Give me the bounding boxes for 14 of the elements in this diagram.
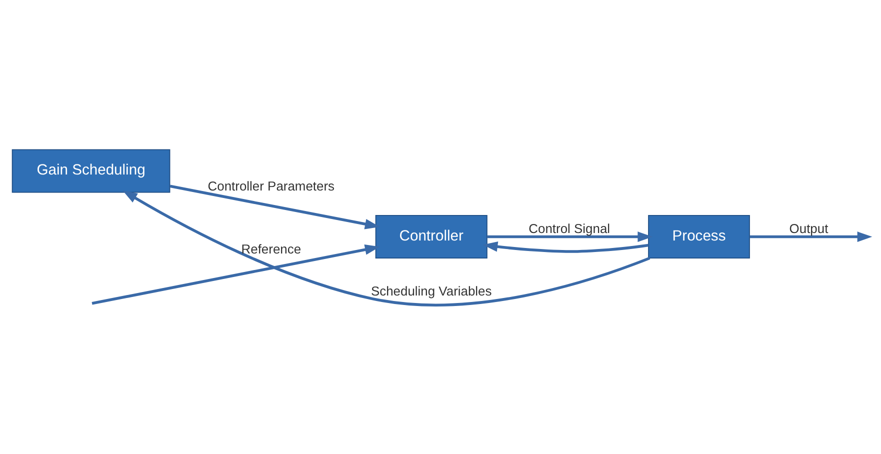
- node-box: Controller: [375, 214, 488, 258]
- arrow: [487, 231, 653, 242]
- edge-label: Controller Parameters: [208, 178, 335, 194]
- arrow: [170, 184, 380, 229]
- arrow: [482, 240, 649, 252]
- edge-label: Reference: [241, 241, 302, 256]
- edge-label: Output: [789, 220, 828, 236]
- node-box: Gain Scheduling: [12, 148, 170, 192]
- node-box: Process: [648, 214, 750, 258]
- arrow: [750, 231, 872, 242]
- edge-label: Control Signal: [528, 220, 610, 236]
- arrow: [122, 190, 650, 306]
- edge-label: Scheduling Variables: [371, 282, 492, 298]
- arrow: [92, 244, 380, 304]
